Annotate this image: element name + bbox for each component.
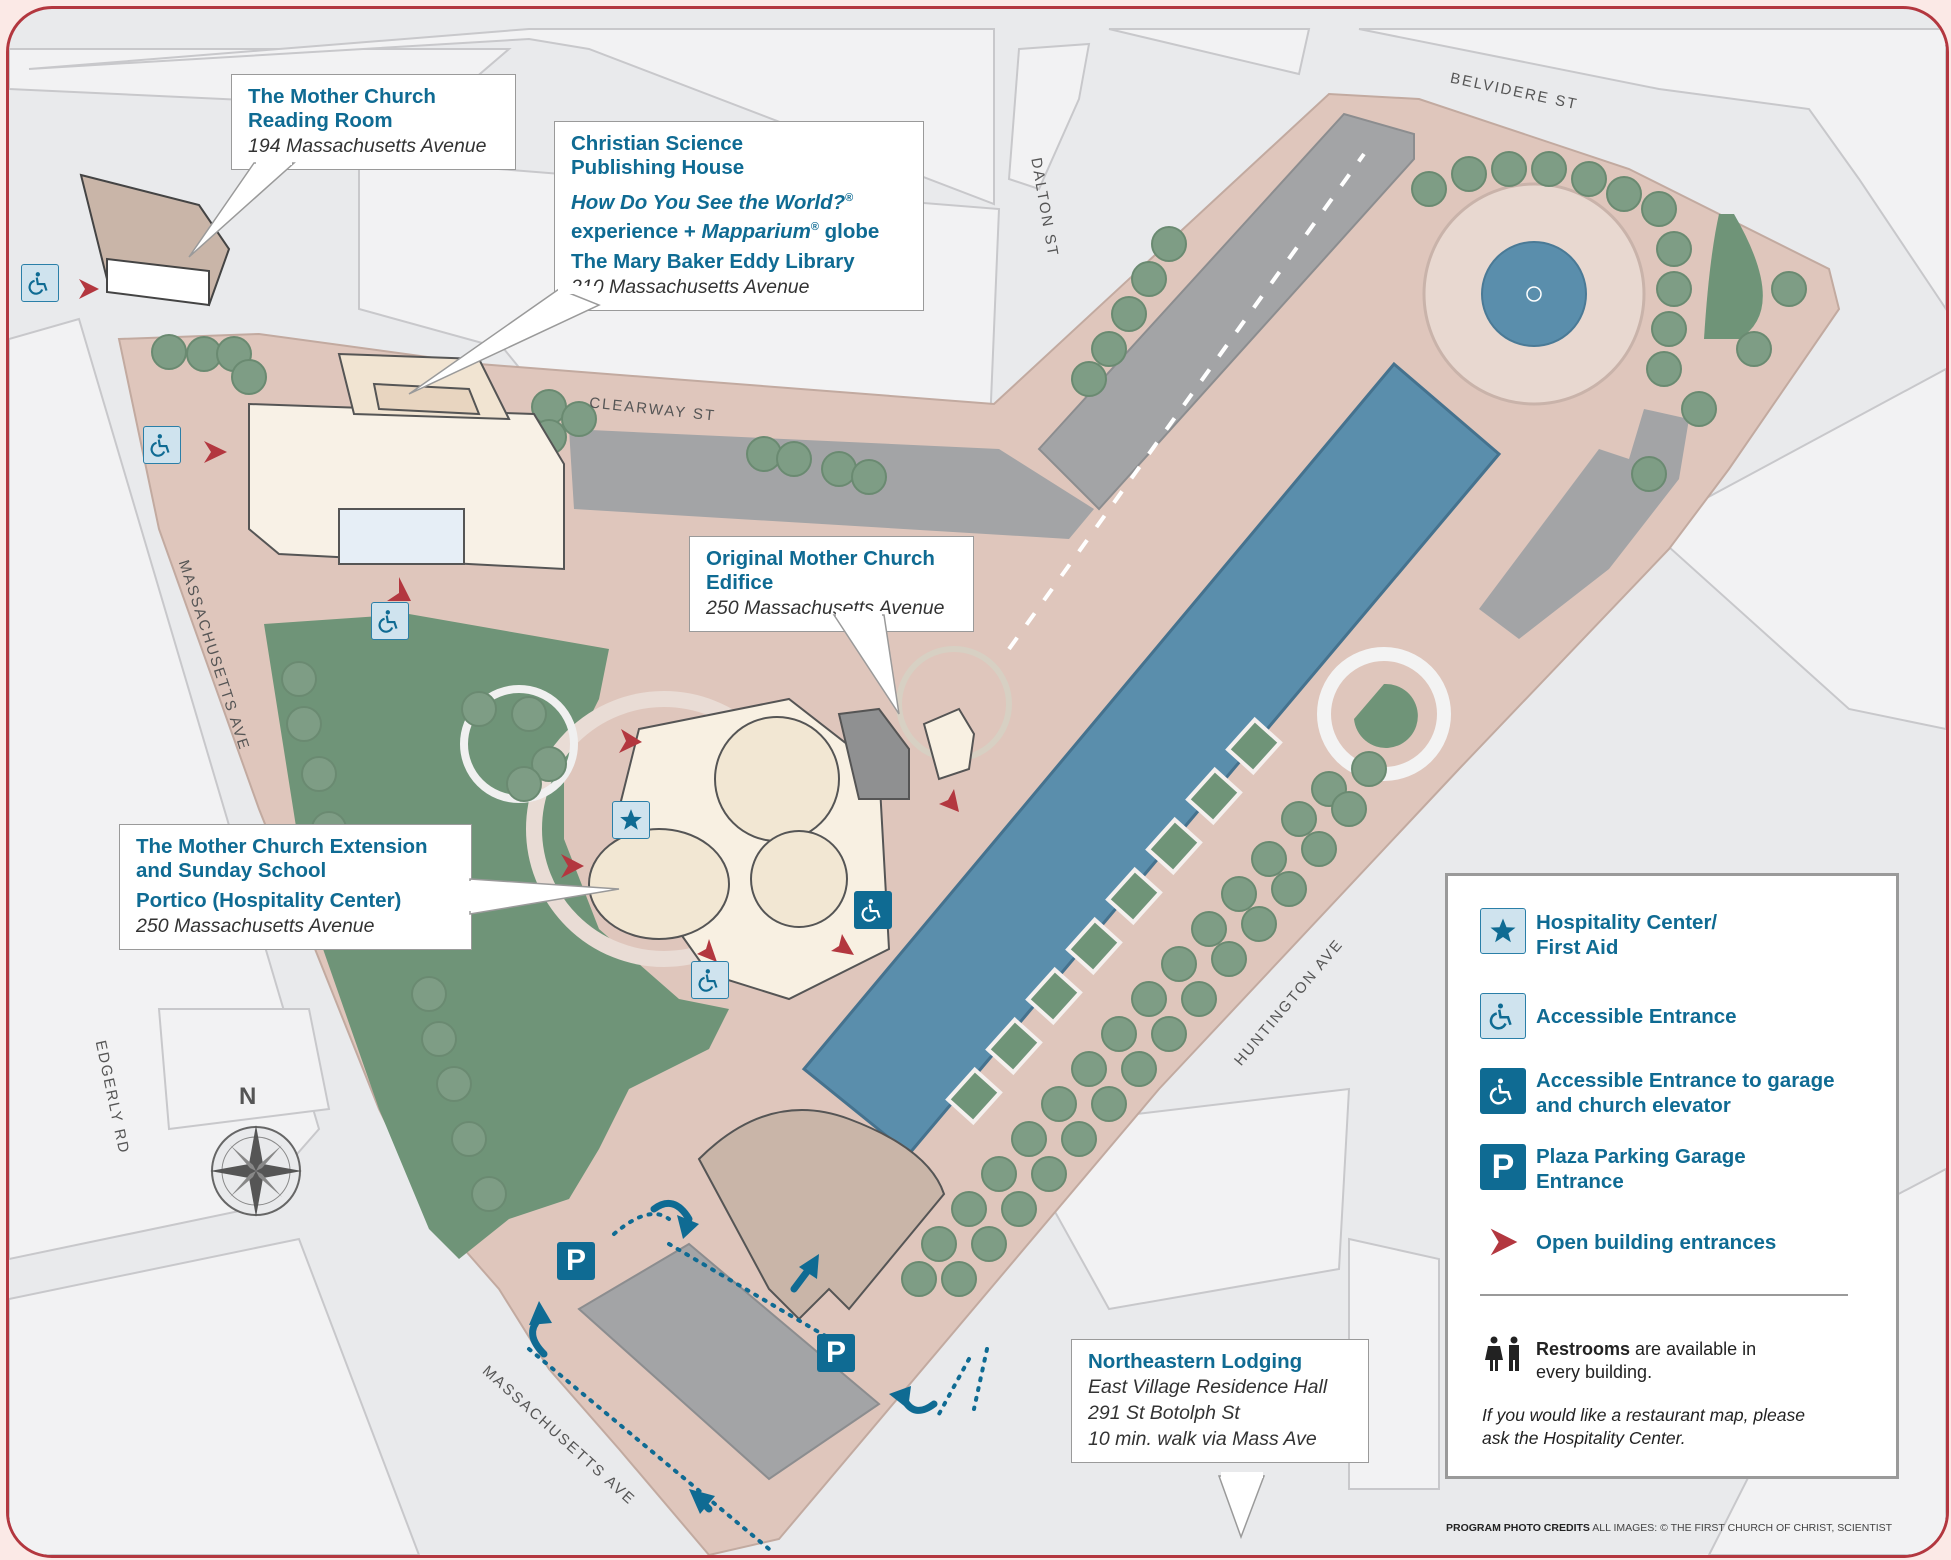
restrooms-rest: are available in every building.: [1536, 1339, 1757, 1382]
parking-icon[interactable]: P: [557, 1242, 595, 1280]
wheelchair-icon: [1480, 993, 1526, 1039]
experience-line: How Do You See the World?®experience + M…: [571, 186, 907, 244]
legend-divider: [1480, 1294, 1848, 1296]
parking-icon[interactable]: P: [817, 1334, 855, 1372]
original-edifice-title: Original Mother Church Edifice: [706, 547, 935, 594]
reg-mark-2: ®: [810, 220, 819, 233]
credits-bold: PROGRAM PHOTO CREDITS: [1446, 1522, 1590, 1534]
portico-title: Portico (Hospitality Center): [136, 889, 402, 912]
restrooms-note: Restrooms are available in every buildin…: [1536, 1338, 1776, 1384]
wheelchair-icon[interactable]: [691, 961, 729, 999]
credits-rest: ALL IMAGES: © THE FIRST CHURCH OF CHRIST…: [1589, 1522, 1893, 1534]
wheelchair-icon[interactable]: [21, 264, 59, 302]
reading-room-building: [79, 173, 231, 307]
star-icon: [1480, 908, 1526, 954]
legend-label-accessible: Accessible Entrance: [1536, 1005, 1737, 1028]
globe-text: globe: [818, 219, 880, 243]
wheelchair-dark-icon[interactable]: [854, 891, 892, 929]
wheelchair-icon[interactable]: [371, 602, 409, 640]
original-edifice-address: 250 Massachusetts Avenue: [706, 597, 945, 619]
lodging-line-3: 10 min. walk via Mass Ave: [1088, 1428, 1317, 1450]
publishing-house-title: Christian Science Publishing House: [571, 132, 745, 179]
lawn: [264, 614, 729, 1259]
colonnade-building: [1037, 112, 1415, 511]
mother-church: [588, 697, 976, 1001]
wheelchair-icon[interactable]: [143, 426, 181, 464]
callout-publishing-house: Christian Science Publishing House How D…: [554, 121, 924, 311]
lodging-title: Northeastern Lodging: [1088, 1350, 1303, 1373]
reg-mark: ®: [845, 192, 854, 204]
restrooms-bold: Restrooms: [1536, 1339, 1631, 1359]
legend-label-hospitality: Hospitality Center/ First Aid: [1536, 911, 1718, 959]
parking-icon: P: [1480, 1144, 1526, 1190]
sunday-school: [697, 1109, 946, 1321]
callout-reading-room: The Mother Church Reading Room 194 Massa…: [231, 74, 516, 170]
map-legend: Hospitality Center/ First Aid Accessible…: [1445, 873, 1899, 1479]
reading-room-address: 194 Massachusetts Avenue: [248, 135, 487, 157]
experience-title: How Do You See the World?: [571, 190, 846, 214]
lodging-line-1: East Village Residence Hall: [1088, 1376, 1328, 1398]
legend-label-entrances: Open building entrances: [1536, 1231, 1777, 1254]
compass-rose-icon: [210, 1125, 302, 1217]
callout-lodging: Northeastern Lodging East Village Reside…: [1071, 1339, 1369, 1463]
lodging-line-2: 291 St Botolph St: [1088, 1402, 1240, 1424]
photo-credits: PROGRAM PHOTO CREDITS ALL IMAGES: © THE …: [1446, 1522, 1892, 1534]
restaurant-map-note: If you would like a restaurant map, plea…: [1482, 1405, 1805, 1448]
callout-extension: The Mother Church Extension and Sunday S…: [119, 824, 472, 950]
garage-building: [577, 1242, 881, 1481]
map-frame: BELVIDERE ST DALTON ST CLEARWAY ST MASSA…: [6, 6, 1949, 1558]
library-title: The Mary Baker Eddy Library: [571, 249, 855, 273]
fountain: [1481, 241, 1587, 347]
restroom-icon: [1485, 1336, 1519, 1371]
compass-north-label: N: [239, 1083, 257, 1110]
callout-original-edifice: Original Mother Church Edifice 250 Massa…: [689, 536, 974, 632]
mapparium-name: Mapparium: [701, 219, 811, 243]
star-icon[interactable]: [612, 801, 650, 839]
arrow-icon: [1490, 1228, 1518, 1256]
legend-label-garage-elevator: Accessible Entrance to garage and church…: [1536, 1069, 1835, 1117]
reading-room-title: The Mother Church Reading Room: [248, 85, 436, 132]
experience-text: experience +: [571, 219, 702, 243]
legend-label-parking: Plaza Parking Garage Entrance: [1536, 1145, 1746, 1193]
wheelchair-dark-icon: [1480, 1068, 1526, 1114]
publishing-house-address: 210 Massachusetts Avenue: [571, 275, 810, 298]
extension-title: The Mother Church Extension and Sunday S…: [136, 835, 428, 882]
extension-address: 250 Massachusetts Avenue: [136, 915, 375, 937]
entrance-arrows: [79, 279, 959, 962]
